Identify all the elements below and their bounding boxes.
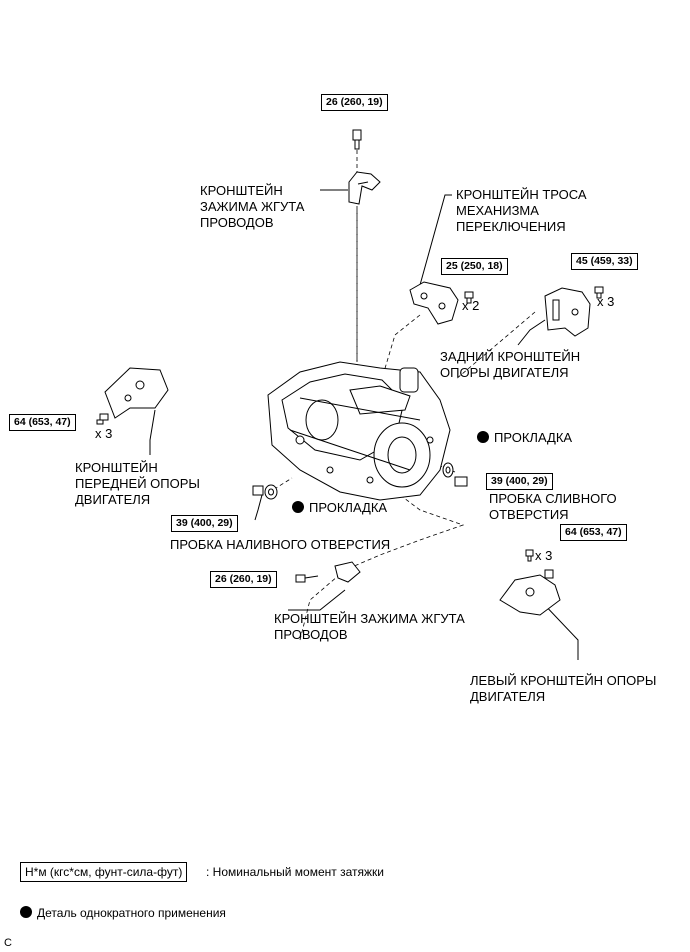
harness-clamp-bracket-top [348,129,381,205]
label-harness-clamp-bottom: КРОНШТЕЙН ЗАЖИМА ЖГУТА ПРОВОДОВ [274,611,465,642]
torque-spec-rear-mount: 45 (459, 33) [571,253,638,270]
harness-clamp-bracket-bottom [295,561,361,583]
label-rear-mount: ЗАДНИЙ КРОНШТЕЙН ОПОРЫ ДВИГАТЕЛЯ [440,349,581,380]
quantity-cable-bolts: x 2 [462,298,480,313]
label-fill-plug: ПРОБКА НАЛИВНОГО ОТВЕРСТИЯ [170,537,391,552]
legend-single-use: Деталь однократного применения [20,905,226,921]
label-gasket-right: ПРОКЛАДКА [477,430,572,446]
label-front-mount: КРОНШТЕЙН ПЕРЕДНЕЙ ОПОРЫ ДВИГАТЕЛЯ [75,460,200,507]
plugs-and-gaskets [252,462,468,500]
leader-lines [149,189,579,660]
rear-mount-bracket [544,286,604,337]
legend-torque-description: : Номинальный момент затяжки [206,865,384,879]
torque-spec-bottom-bolt: 26 (260, 19) [210,571,277,588]
quantity-front-bolts: x 3 [95,426,113,441]
label-left-mount: ЛЕВЫЙ КРОНШТЕЙН ОПОРЫ ДВИГАТЕЛЯ [470,673,657,704]
label-drain-plug: ПРОБКА СЛИВНОГО ОТВЕРСТИЯ [489,491,617,522]
torque-spec-left-mount: 64 (653, 47) [560,524,627,541]
torque-spec-cable-bracket: 25 (250, 18) [441,258,508,275]
transaxle-assembly [267,361,451,501]
label-shift-cable-bracket: КРОНШТЕЙН ТРОСА МЕХАНИЗМА ПЕРЕКЛЮЧЕНИЯ [456,187,587,234]
left-mount-bracket [499,549,561,616]
label-gasket-left: ПРОКЛАДКА [292,500,387,516]
front-mount-bracket [96,367,169,425]
single-use-dot-icon [292,501,304,513]
legend-torque-units: Н*м (кгс*см, фунт-сила-фут) [20,862,188,882]
torque-spec-drain-plug: 39 (400, 29) [486,473,553,490]
quantity-rear-bolts: x 3 [597,294,615,309]
torque-spec-top-bolt: 26 (260, 19) [321,94,388,111]
single-use-dot-icon [477,431,489,443]
quantity-left-bolts: x 3 [535,548,553,563]
shift-cable-bracket [409,281,474,325]
torque-spec-fill-plug: 39 (400, 29) [171,515,238,532]
torque-spec-front-mount: 64 (653, 47) [9,414,76,431]
label-harness-clamp-top: КРОНШТЕЙН ЗАЖИМА ЖГУТА ПРОВОДОВ [200,183,305,230]
footer-code: C [4,937,12,949]
single-use-dot-icon [20,906,32,918]
